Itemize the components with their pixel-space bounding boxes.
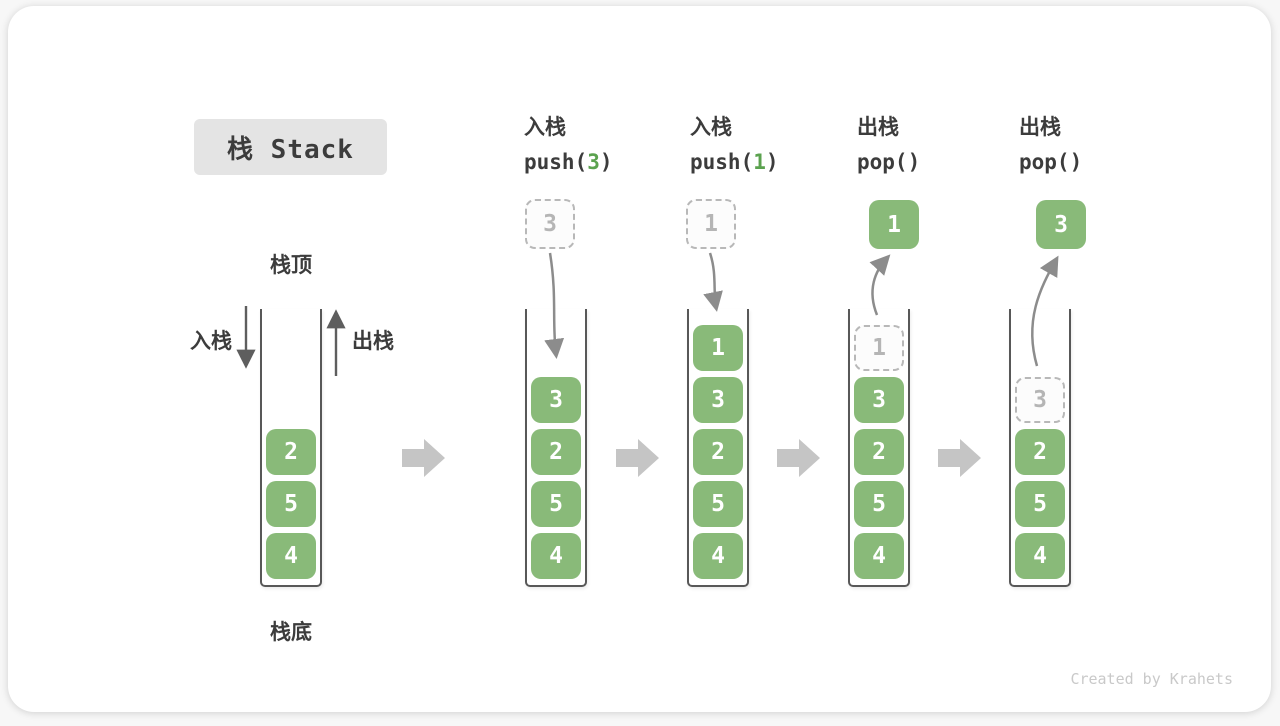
op-code-arg: 3 [587,150,600,174]
op-code-text: push(3) [524,150,613,174]
push-arrow-icon [703,252,723,312]
stack-cell: 2 [693,429,743,475]
op-code-text: pop() [857,150,921,174]
next-step-arrow-icon [938,439,981,477]
stack-cell: 4 [531,533,581,579]
op-label-push1: 入栈 push(1) [690,111,850,174]
popped-value-box: 3 [1036,200,1086,249]
stack-cell: 3 [693,377,743,423]
stack-container-after-pop2: 3 2 5 4 [1009,309,1071,587]
stack-cell: 1 [693,325,743,371]
stack-cell: 3 [854,377,904,423]
op-code-text: push(1) [690,150,779,174]
stack-cell-ghost: 3 [1015,377,1065,423]
diagram-card: 栈 Stack 入栈 push(3) 入栈 push(1) 出栈 pop() 出… [8,6,1271,712]
stack-cell: 5 [854,481,904,527]
op-action-text: 入栈 [690,116,732,139]
stack-cell-ghost: 1 [854,325,904,371]
diagram-title: 栈 Stack [194,119,387,175]
next-step-arrow-icon [402,439,445,477]
stack-container-after-push3: 3 2 5 4 [525,309,587,587]
op-action-text: 入栈 [524,116,566,139]
op-action-text: 出栈 [857,116,899,139]
stack-top-label: 栈顶 [270,254,312,277]
popped-value-box: 1 [869,200,919,249]
stack-cell: 5 [693,481,743,527]
op-code-arg: 1 [753,150,766,174]
stack-cell: 2 [531,429,581,475]
op-code-text: pop() [1019,150,1083,174]
stack-cell: 2 [266,429,316,475]
stack-cell: 5 [1015,481,1065,527]
op-label-push3: 入栈 push(3) [524,111,684,174]
stack-cell: 4 [1015,533,1065,579]
stack-cell: 3 [531,377,581,423]
stack-container-after-pop1: 1 3 2 5 4 [848,309,910,587]
next-step-arrow-icon [777,439,820,477]
next-step-arrow-icon [616,439,659,477]
incoming-value-box: 1 [686,199,736,249]
op-label-pop2: 出栈 pop() [1019,111,1179,174]
op-label-pop1: 出栈 pop() [857,111,1017,174]
stack-cell: 2 [1015,429,1065,475]
stack-cell: 4 [693,533,743,579]
push-side-label: 入栈 [190,330,232,353]
stack-cell: 4 [266,533,316,579]
incoming-value-box: 3 [525,199,575,249]
stack-cell: 5 [266,481,316,527]
credit-text: Created by Krahets [1070,670,1233,688]
stack-cell: 5 [531,481,581,527]
stack-bottom-label: 栈底 [270,621,312,644]
stack-cell: 2 [854,429,904,475]
op-action-text: 出栈 [1019,116,1061,139]
stack-cell: 4 [854,533,904,579]
pop-side-label: 出栈 [352,330,394,353]
pop-arrow-icon [869,254,891,316]
stack-container-after-push1: 1 3 2 5 4 [687,309,749,587]
stack-container-initial: 2 5 4 [260,309,322,587]
